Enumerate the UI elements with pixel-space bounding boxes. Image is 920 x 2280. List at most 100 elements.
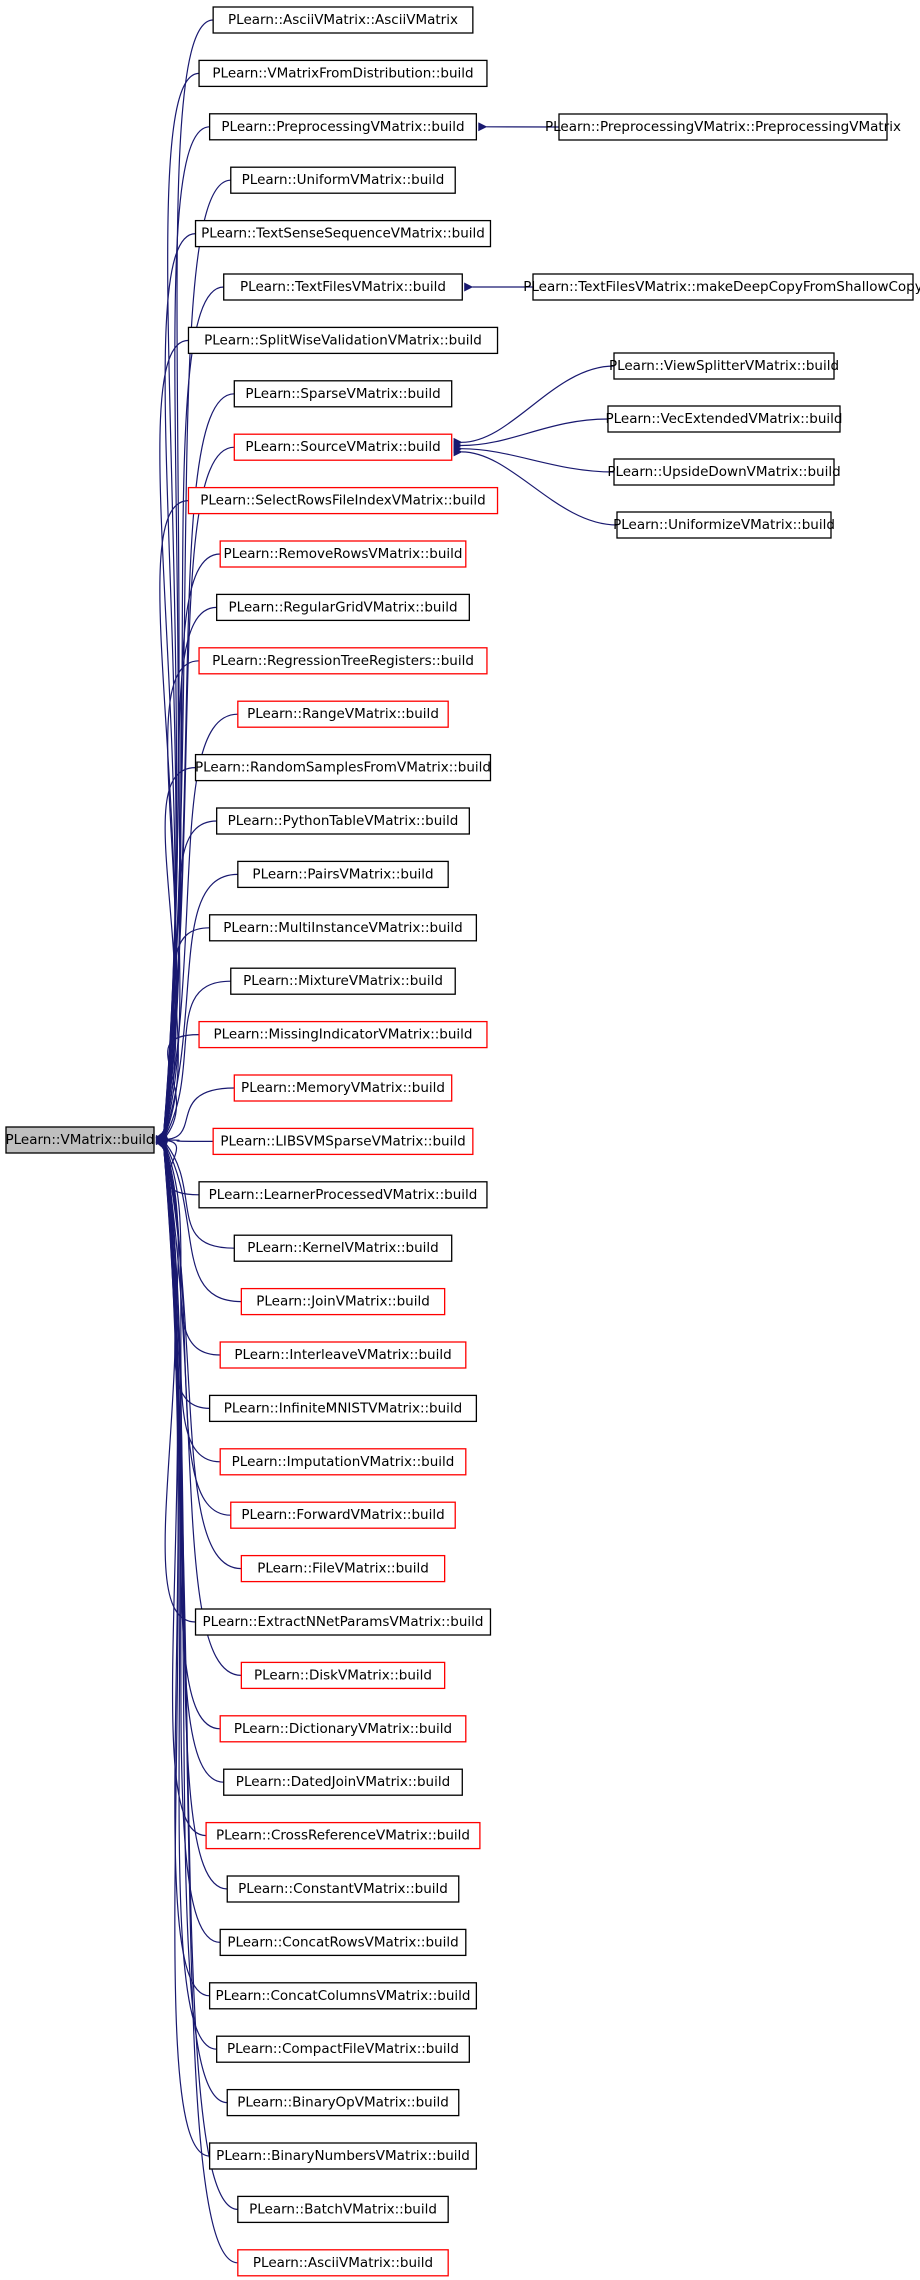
- node-n33-box: [223, 1768, 463, 1796]
- node-n28-label: PLearn::ForwardVMatrix::build: [241, 1507, 444, 1523]
- node-n14[interactable]: PLearn::RandomSamplesFromVMatrix::build: [194, 753, 492, 782]
- node-n38-box: [216, 2035, 470, 2063]
- node-n26[interactable]: PLearn::InfiniteMNISTVMatrix::build: [208, 1394, 478, 1423]
- node-n5[interactable]: PLearn::TextFilesVMatrix::build: [223, 273, 463, 301]
- node-n24[interactable]: PLearn::JoinVMatrix::build: [240, 1287, 446, 1316]
- node-n13[interactable]: PLearn::RangeVMatrix::build: [237, 700, 449, 728]
- node-layer: PLearn::VMatrix::buildPLearn::AsciiVMatr…: [5, 6, 920, 2277]
- node-n30[interactable]: PLearn::ExtractNNetParamsVMatrix::build: [194, 1608, 492, 1636]
- node-n42-box: [237, 2249, 449, 2277]
- node-n19-box: [198, 1020, 488, 1049]
- node-n10-box: [219, 540, 467, 568]
- root-node-box: [5, 1126, 155, 1154]
- edge-n36-to-root: [158, 1141, 221, 1943]
- node-n1[interactable]: PLearn::VMatrixFromDistribution::build: [198, 59, 488, 88]
- node-n21[interactable]: PLearn::LIBSVMSparseVMatrix::build: [212, 1127, 474, 1156]
- node-n2-box: [208, 113, 478, 141]
- node-n36-label: PLearn::ConcatRowsVMatrix::build: [227, 1934, 458, 1950]
- node-n20[interactable]: PLearn::MemoryVMatrix::build: [233, 1074, 453, 1102]
- node-s2-label: PLearn::ViewSplitterVMatrix::build: [609, 358, 839, 374]
- node-n20-label: PLearn::MemoryVMatrix::build: [241, 1080, 445, 1096]
- node-n39[interactable]: PLearn::BinaryOpVMatrix::build: [226, 2088, 460, 2117]
- root-node[interactable]: PLearn::VMatrix::build: [5, 1126, 155, 1154]
- node-n37-label: PLearn::ConcatColumnsVMatrix::build: [216, 1988, 471, 2004]
- node-n32[interactable]: PLearn::DictionaryVMatrix::build: [219, 1715, 467, 1743]
- node-s1[interactable]: PLearn::TextFilesVMatrix::makeDeepCopyFr…: [523, 273, 920, 301]
- edge-n15-to-root: [157, 820, 217, 1146]
- edge-s2-to-n8: [453, 365, 615, 447]
- node-n28-box: [230, 1501, 456, 1529]
- edge-n27-to-root: [157, 1134, 221, 1463]
- node-n31-box: [240, 1661, 446, 1690]
- node-n16-label: PLearn::PairsVMatrix::build: [252, 866, 433, 882]
- node-n34[interactable]: PLearn::CrossReferenceVMatrix::build: [205, 1821, 481, 1850]
- node-n30-label: PLearn::ExtractNNetParamsVMatrix::build: [203, 1614, 484, 1630]
- node-n3-box: [230, 166, 456, 194]
- node-n26-box: [208, 1394, 478, 1423]
- node-s0[interactable]: PLearn::PreprocessingVMatrix::Preprocess…: [545, 113, 901, 141]
- node-n24-label: PLearn::JoinVMatrix::build: [256, 1294, 430, 1310]
- node-n27[interactable]: PLearn::ImputationVMatrix::build: [219, 1448, 467, 1476]
- node-n39-box: [226, 2088, 460, 2117]
- node-n14-box: [194, 753, 492, 782]
- node-s2[interactable]: PLearn::ViewSplitterVMatrix::build: [609, 352, 839, 380]
- node-n39-label: PLearn::BinaryOpVMatrix::build: [237, 2095, 449, 2111]
- node-n2[interactable]: PLearn::PreprocessingVMatrix::build: [208, 113, 478, 141]
- node-n16-box: [237, 860, 449, 889]
- node-n29[interactable]: PLearn::FileVMatrix::build: [240, 1554, 446, 1583]
- node-n7[interactable]: PLearn::SparseVMatrix::build: [233, 380, 453, 408]
- node-n33[interactable]: PLearn::DatedJoinVMatrix::build: [223, 1768, 463, 1796]
- node-n40[interactable]: PLearn::BinaryNumbersVMatrix::build: [208, 2142, 478, 2170]
- node-n17[interactable]: PLearn::MultiInstanceVMatrix::build: [208, 914, 478, 942]
- node-n38[interactable]: PLearn::CompactFileVMatrix::build: [216, 2035, 470, 2063]
- node-n6[interactable]: PLearn::SplitWiseValidationVMatrix::buil…: [187, 326, 499, 355]
- node-n33-label: PLearn::DatedJoinVMatrix::build: [236, 1774, 450, 1790]
- node-n3[interactable]: PLearn::UniformVMatrix::build: [230, 166, 456, 194]
- node-n10-label: PLearn::RemoveRowsVMatrix::build: [224, 546, 463, 562]
- node-n35-label: PLearn::ConstantVMatrix::build: [238, 1881, 448, 1897]
- node-n25[interactable]: PLearn::InterleaveVMatrix::build: [219, 1341, 467, 1369]
- node-s3[interactable]: PLearn::VecExtendedVMatrix::build: [605, 405, 843, 433]
- node-n22[interactable]: PLearn::LearnerProcessedVMatrix::build: [198, 1181, 488, 1209]
- node-n19[interactable]: PLearn::MissingIndicatorVMatrix::build: [198, 1020, 488, 1049]
- edge-n42-to-root: [158, 1141, 238, 2264]
- node-n28[interactable]: PLearn::ForwardVMatrix::build: [230, 1501, 456, 1529]
- node-n31-label: PLearn::DiskVMatrix::build: [254, 1667, 432, 1683]
- node-n10[interactable]: PLearn::RemoveRowsVMatrix::build: [219, 540, 467, 568]
- node-n0-box: [212, 6, 474, 34]
- node-n27-box: [219, 1448, 467, 1476]
- node-s4[interactable]: PLearn::UpsideDownVMatrix::build: [607, 458, 841, 486]
- node-n11[interactable]: PLearn::RegularGridVMatrix::build: [216, 593, 470, 622]
- node-n0[interactable]: PLearn::AsciiVMatrix::AsciiVMatrix: [212, 6, 474, 34]
- node-n12[interactable]: PLearn::RegressionTreeRegisters::build: [198, 647, 488, 675]
- node-n31[interactable]: PLearn::DiskVMatrix::build: [240, 1661, 446, 1690]
- node-n15[interactable]: PLearn::PythonTableVMatrix::build: [216, 807, 470, 835]
- node-n6-label: PLearn::SplitWiseValidationVMatrix::buil…: [204, 332, 482, 348]
- node-n36[interactable]: PLearn::ConcatRowsVMatrix::build: [219, 1928, 467, 1957]
- node-n16[interactable]: PLearn::PairsVMatrix::build: [237, 860, 449, 889]
- node-n18[interactable]: PLearn::MixtureVMatrix::build: [230, 967, 456, 995]
- node-n35[interactable]: PLearn::ConstantVMatrix::build: [226, 1875, 460, 1903]
- node-n41-box: [237, 2195, 449, 2224]
- edge-n31-to-root: [158, 1137, 242, 1676]
- edge-n20-to-root: [155, 1087, 235, 1144]
- node-n1-box: [198, 59, 488, 88]
- node-n42[interactable]: PLearn::AsciiVMatrix::build: [237, 2249, 449, 2277]
- node-n34-label: PLearn::CrossReferenceVMatrix::build: [216, 1828, 470, 1844]
- node-s5[interactable]: PLearn::UniformizeVMatrix::build: [613, 511, 835, 539]
- node-n5-box: [223, 273, 463, 301]
- node-n23-label: PLearn::KernelVMatrix::build: [247, 1240, 438, 1256]
- edge-n9-to-root: [158, 500, 189, 1141]
- node-n37[interactable]: PLearn::ConcatColumnsVMatrix::build: [208, 1982, 478, 2010]
- node-n32-label: PLearn::DictionaryVMatrix::build: [234, 1721, 452, 1737]
- node-n15-label: PLearn::PythonTableVMatrix::build: [228, 813, 459, 829]
- node-n23[interactable]: PLearn::KernelVMatrix::build: [233, 1234, 453, 1262]
- node-n41[interactable]: PLearn::BatchVMatrix::build: [237, 2195, 449, 2224]
- node-n4[interactable]: PLearn::TextSenseSequenceVMatrix::build: [194, 219, 492, 248]
- node-n37-box: [208, 1982, 478, 2010]
- node-n30-box: [194, 1608, 492, 1636]
- node-n9[interactable]: PLearn::SelectRowsFileIndexVMatrix::buil…: [187, 486, 499, 515]
- node-n4-box: [194, 219, 492, 248]
- node-s1-box: [532, 273, 914, 301]
- node-n8[interactable]: PLearn::SourceVMatrix::build: [233, 433, 453, 461]
